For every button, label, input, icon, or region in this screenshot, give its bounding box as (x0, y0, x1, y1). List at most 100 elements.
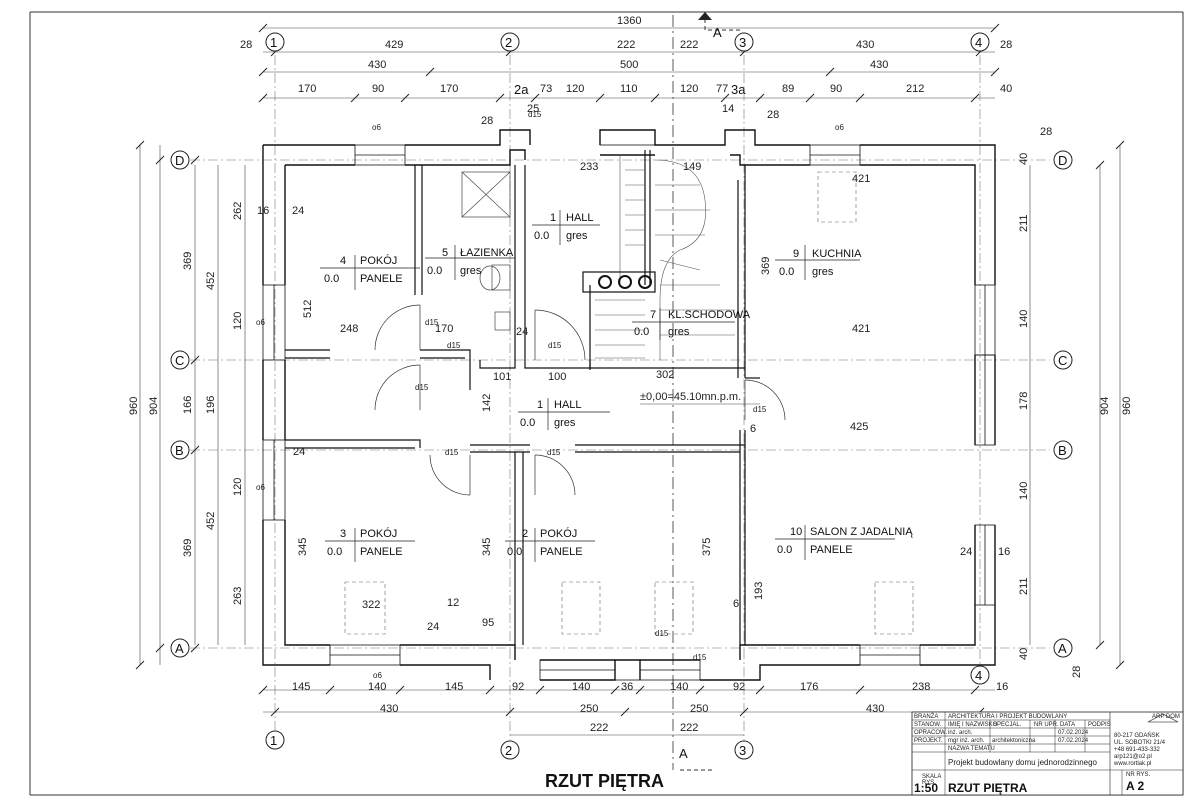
room-9-label: 9 KUCHNIA 0.0 gres (779, 248, 862, 278)
tag-d15-7: d15 (548, 341, 562, 350)
tag-d15-6: d15 (547, 448, 561, 457)
dim-bot1-7: 92 (733, 681, 745, 693)
dim-top2-2: 430 (870, 59, 888, 71)
dim-left-904: 904 (148, 397, 160, 415)
tb-addr-0: 80-217 GDAŃSK (1114, 732, 1160, 739)
room-9-name: KUCHNIA (812, 248, 862, 260)
dim-right-178: 178 (1018, 392, 1030, 410)
room-10-no: 10 (790, 526, 802, 538)
dim-inner-24a: 24 (292, 205, 304, 217)
tb-col-data: DATA (1060, 722, 1075, 728)
dim-top3-0: 170 (298, 83, 316, 95)
axis-D-left: D (175, 153, 184, 168)
tag-d15-5: d15 (445, 448, 459, 457)
dim-inner-233: 233 (580, 161, 598, 173)
room-4-area: 0.0 (324, 273, 339, 285)
tb-addr-4: www.rortlak.pl (1113, 761, 1151, 767)
tb-projekt-spec: architektoniczna (992, 738, 1036, 744)
tag-o6-3: o6 (256, 318, 265, 327)
dim-bot2-1: 250 (580, 703, 598, 715)
tb-opracow-label: OPRACOW. (914, 730, 947, 736)
bathroom-fixtures (461, 171, 511, 331)
room-7-no: 7 (650, 309, 656, 321)
dim-inner-142: 142 (481, 394, 493, 412)
room-7-name: KL.SCHODOWA (668, 309, 751, 321)
axis-4-bottom: 4 (975, 668, 982, 683)
tb-col-spec: SPECJAL. (993, 722, 1022, 728)
tb-branza-label: BRANŻA (914, 713, 938, 720)
tag-d15-8: d15 (655, 629, 669, 638)
room-4-no: 4 (340, 255, 346, 267)
tb-stanow-label: STANOW. (914, 722, 942, 728)
room-5-label: 5 ŁAZIENKA 0.0 gres (427, 247, 514, 277)
dim-top3-6: 120 (680, 83, 698, 95)
dim-right-140b: 140 (1018, 482, 1030, 500)
dim-inner-16b: 16 (998, 546, 1010, 558)
room-7-floor: gres (668, 326, 690, 338)
dim-right-40b: 40 (1018, 648, 1030, 660)
room-3-area: 0.0 (327, 546, 342, 558)
dim-top1-3: 222 (680, 39, 698, 51)
dim-bot1-10: 16 (996, 681, 1008, 693)
dim-top3-2: 170 (440, 83, 458, 95)
dim-top1-0: 28 (240, 39, 252, 51)
dim-bot2-2: 250 (690, 703, 708, 715)
tag-o6-5: o6 (373, 671, 382, 680)
axis-2-bottom: 2 (505, 743, 512, 758)
internal-walls (285, 150, 760, 645)
dim-top3-5: 110 (620, 83, 638, 95)
room-1a-area: 0.0 (534, 230, 549, 242)
tb-opracow: inż. arch. (948, 730, 973, 736)
dim-inner-12: 12 (447, 597, 459, 609)
dim-top3-1: 90 (372, 83, 384, 95)
section-label-bottom: A (679, 746, 688, 761)
axis-B-left: B (175, 443, 184, 458)
dim-bot1-0: 145 (292, 681, 310, 693)
dim-inner-170: 170 (435, 323, 453, 335)
title-block: BRANŻA ARCHITEKTURA I PROJEKT BUDOWLANY … (911, 711, 1184, 796)
axis-1-bottom: 1 (270, 733, 277, 748)
room-1b-no: 1 (537, 399, 543, 411)
room-1-upper-label: 1 HALL 0.0 gres (534, 212, 594, 242)
dim-left-120b: 120 (232, 478, 244, 496)
dim-bot1-5: 36 (621, 681, 633, 693)
section-arrow-top-icon (698, 12, 712, 20)
room-4-label: 4 POKÓJ 0.0 PANELE (324, 254, 403, 285)
dim-inner-421b: 421 (852, 323, 870, 335)
dim-top3-3: 73 (540, 83, 552, 95)
tb-col-upr: NR UPR. (1034, 722, 1059, 728)
room-1a-floor: gres (566, 230, 588, 242)
dim-left-120a: 120 (232, 312, 244, 330)
doors (374, 304, 786, 496)
tb-col-podp: PODPIS (1088, 722, 1111, 728)
dim-left-196: 196 (205, 396, 217, 414)
dim-top3-7: 77 (716, 83, 728, 95)
dim-inner-512: 512 (302, 300, 314, 318)
axis-3a: 3a (731, 82, 746, 97)
tag-o6-1: o6 (372, 123, 381, 132)
room-9-area: 0.0 (779, 266, 794, 278)
dim-top3-4: 120 (566, 83, 584, 95)
room-10-label: 10 SALON Z JADALNIĄ 0.0 PANELE (777, 526, 913, 556)
dim-inner-248: 248 (340, 323, 358, 335)
dim-bot1-1: 140 (368, 681, 386, 693)
dim-right-960: 960 (1121, 397, 1133, 415)
axis-3-bottom: 3 (739, 743, 746, 758)
drawing-title: RZUT PIĘTRA (545, 771, 664, 791)
axis-2-top: 2 (505, 35, 512, 50)
windows (262, 129, 996, 681)
tag-d15-9: d15 (693, 653, 707, 662)
tb-nr-rys-label: NR RYS. (1126, 772, 1151, 778)
section-marker-top (704, 12, 740, 31)
room-label-rules (320, 210, 895, 562)
tb-nazwa: Projekt budowlany domu jednorodzinnego (948, 758, 1098, 767)
dim-inner-24e: 24 (427, 621, 439, 633)
room-1b-area: 0.0 (520, 417, 535, 429)
tb-date2: 07.02.2024 (1058, 738, 1089, 744)
room-1b-name: HALL (554, 399, 582, 411)
tag-d15-1: d15 (528, 110, 542, 119)
dim-top4-3: 28 (767, 109, 779, 121)
dim-left-452b: 452 (205, 512, 217, 530)
room-7-area: 0.0 (634, 326, 649, 338)
